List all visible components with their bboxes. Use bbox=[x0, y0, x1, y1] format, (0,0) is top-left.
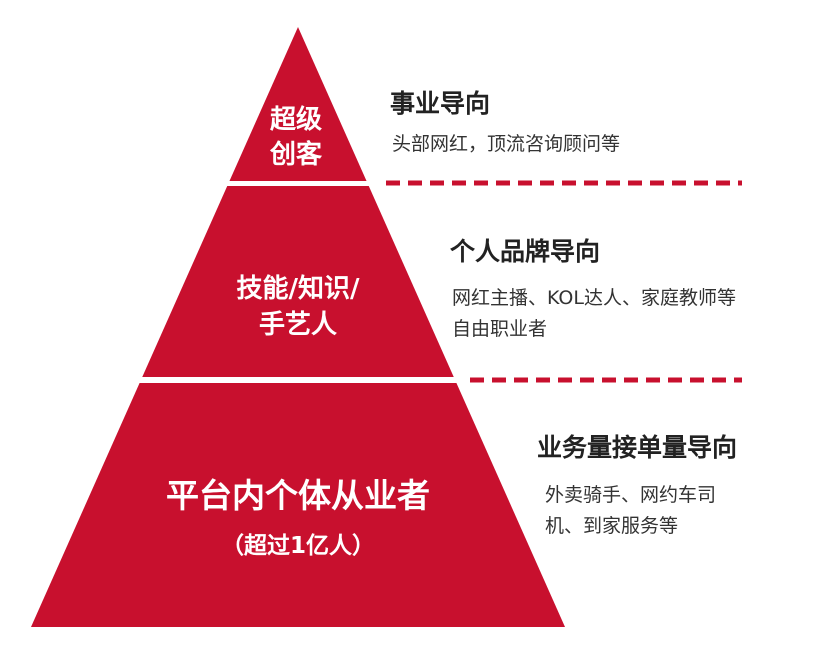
tier-bottom-sublabel: （超过1亿人） bbox=[221, 532, 375, 559]
tier-bottom-desc-line-2: 机、到家服务等 bbox=[545, 515, 678, 537]
tier-middle-title: 个人品牌导向 bbox=[450, 237, 600, 266]
tier-top-label-line-2: 创客 bbox=[269, 139, 323, 170]
tier-top-label-line-1: 超级 bbox=[270, 104, 322, 135]
pyramid-shape bbox=[31, 27, 565, 627]
tier-middle-desc-line-1: 网红主播、KOL达人、家庭教师等 bbox=[452, 287, 736, 309]
tier-divider-middle bbox=[129, 377, 467, 383]
tier-bottom-label: 平台内个体从业者 bbox=[166, 476, 430, 515]
tier-top-desc-line-1: 头部网红，顶流咨询顾问等 bbox=[392, 133, 620, 155]
tier-bottom-desc-line-1: 外卖骑手、网约车司 bbox=[545, 484, 716, 506]
tier-middle-label-line-2: 手艺人 bbox=[259, 310, 337, 340]
tier-middle-label-line-1: 技能/知识/ bbox=[237, 273, 360, 304]
tier-bottom-title: 业务量接单量导向 bbox=[537, 433, 737, 462]
tier-top-title: 事业导向 bbox=[390, 89, 490, 118]
tier-divider-top bbox=[215, 181, 380, 186]
tier-middle-desc-line-2: 自由职业者 bbox=[452, 318, 547, 340]
